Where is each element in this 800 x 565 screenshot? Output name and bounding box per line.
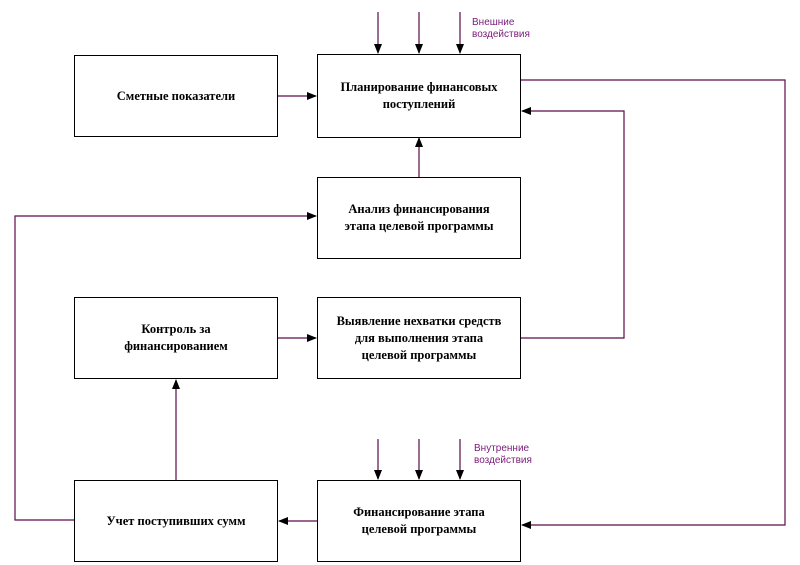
block-smetnye-pokazateli: Сметные показатели: [74, 55, 278, 137]
block-kontrol-label: Контроль за финансированием: [124, 322, 228, 353]
block-vyyavlenie-label: Выявление нехватки средств для выполнени…: [336, 313, 502, 362]
block-uchet-label: Учет поступивших сумм: [106, 513, 246, 528]
note-external-influences: Внешние воздействия: [472, 17, 530, 40]
arrow-vyyavlenie-to-planirovanie: [520, 107, 625, 339]
block-uchet: Учет поступивших сумм: [74, 480, 278, 562]
note-internal-influences: Внутренние воздействия: [474, 443, 532, 466]
block-planirovanie-label: Планирование финансовых поступлений: [340, 80, 498, 111]
arrow-planirovanie-to-finansirovanie: [520, 79, 786, 529]
block-vyyavlenie: Выявление нехватки средств для выполнени…: [317, 297, 521, 379]
block-finansirovanie: Финансирование этапа целевой программы: [317, 480, 521, 562]
block-finansirovanie-label: Финансирование этапа целевой программы: [353, 505, 485, 536]
block-planirovanie: Планирование финансовых поступлений: [317, 54, 521, 138]
block-smetnye-label: Сметные показатели: [116, 88, 236, 103]
block-kontrol: Контроль за финансированием: [74, 297, 278, 379]
block-analiz: Анализ финансирования этапа целевой прог…: [317, 177, 521, 259]
block-analiz-label: Анализ финансирования этапа целевой прог…: [344, 202, 494, 233]
arrow-uchet-to-analiz: [14, 212, 317, 521]
